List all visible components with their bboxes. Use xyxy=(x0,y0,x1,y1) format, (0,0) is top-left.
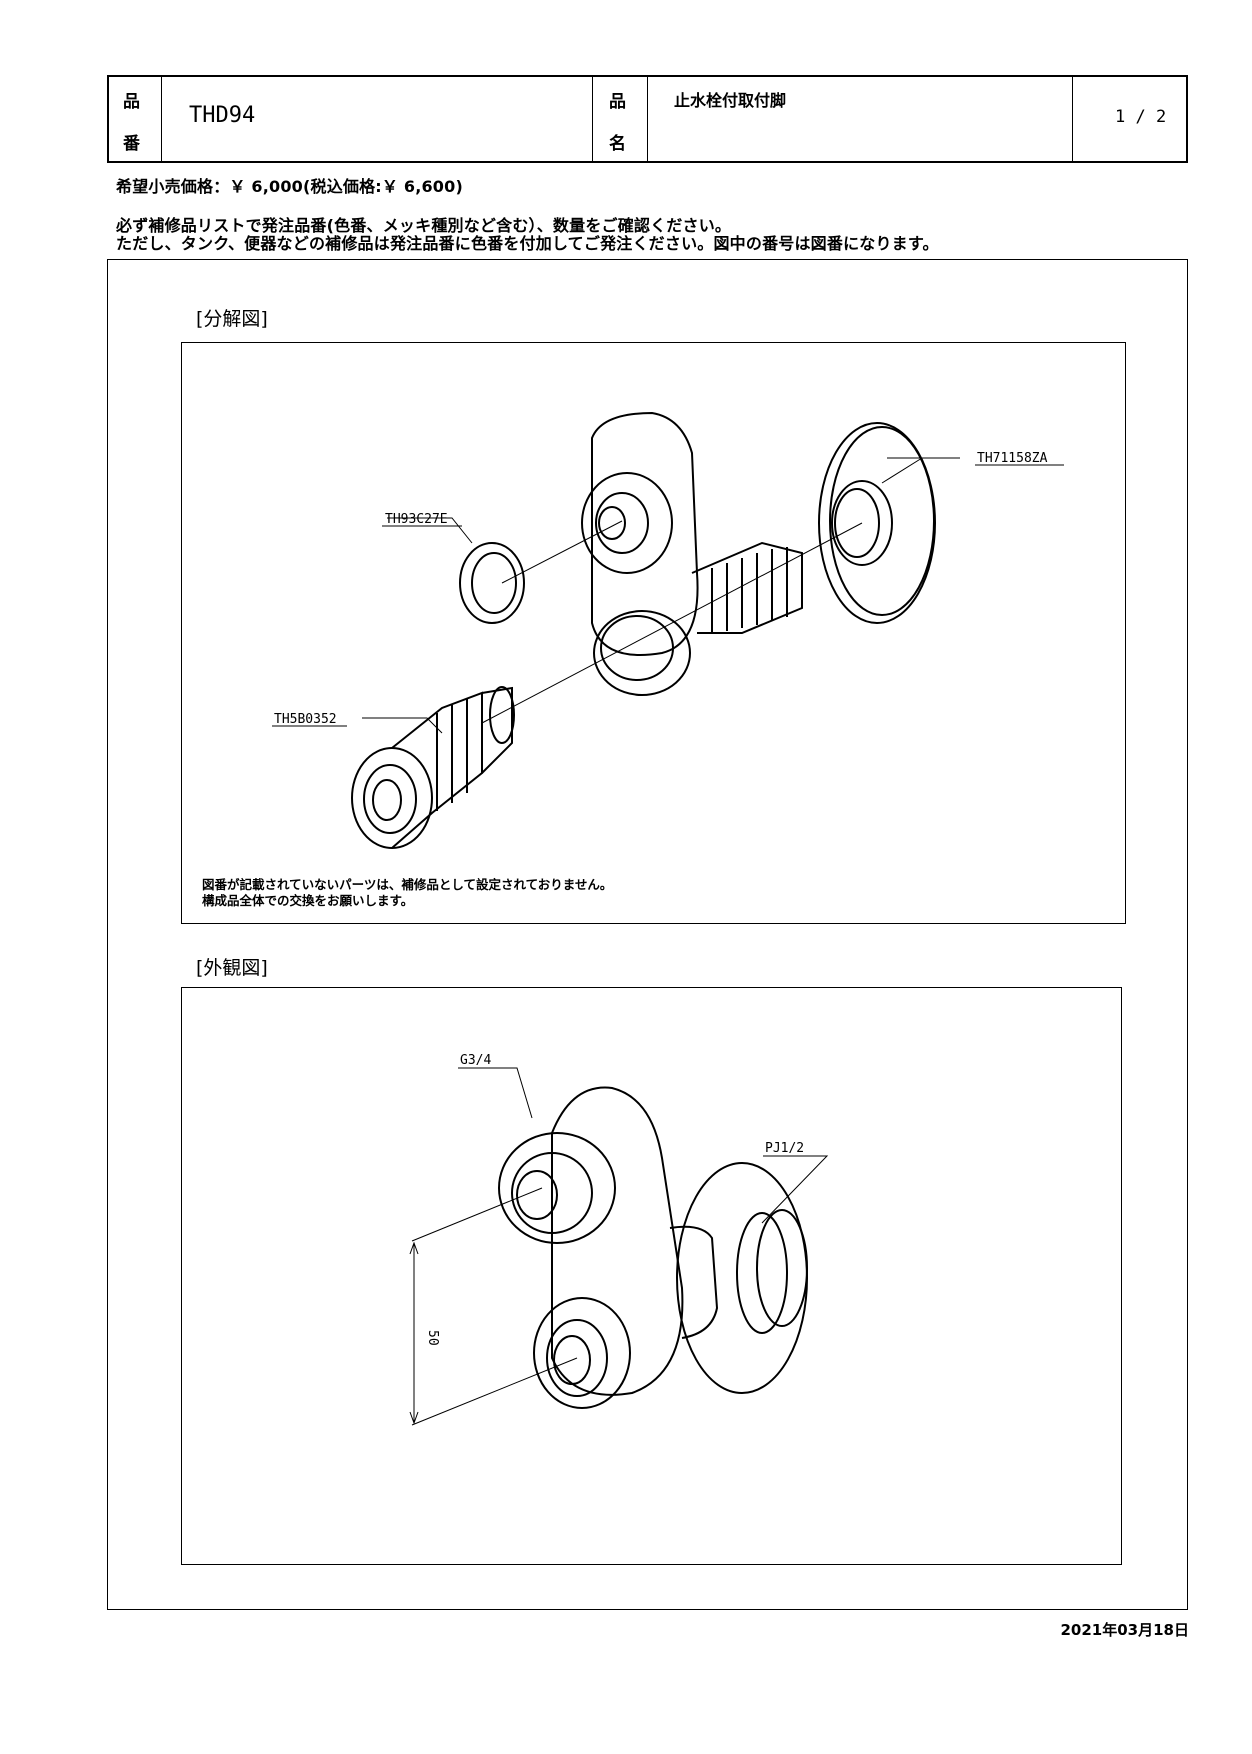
part-number: THD94 xyxy=(189,103,256,128)
footnote-line-1: 図番が記載されていないパーツは、補修品として設定されておりません。 xyxy=(202,877,613,892)
issue-date: 2021年03月18日 xyxy=(1060,1621,1190,1639)
note-line-2: ただし、タンク、便器などの補修品は発注品番に色番を付加してご発注ください。図中の… xyxy=(116,234,939,253)
thread-side-label: PJ1/2 xyxy=(765,1141,804,1156)
callout-th71158za: TH71158ZA xyxy=(977,451,1048,466)
external-view-label: [外観図] xyxy=(196,957,268,979)
name-label-1: 品 xyxy=(609,92,626,112)
thread-top-label: G3/4 xyxy=(460,1053,491,1068)
callout-th93c27e: TH93C27E xyxy=(385,512,448,527)
part-no-label-2: 番 xyxy=(123,134,140,154)
price-line: 希望小売価格：￥ 6,000(税込価格:￥ 6,600) xyxy=(116,177,463,196)
part-no-label-1: 品 xyxy=(123,92,140,112)
bracket-bottom-hole xyxy=(593,610,691,696)
flange-part xyxy=(818,422,936,624)
bottom-nut-ext xyxy=(533,1297,631,1409)
external-view-drawing: G3/4 PJ1/2 50 xyxy=(409,1053,829,1426)
dimension-label: 50 xyxy=(425,1330,440,1346)
exploded-view-panel: TH71158ZA TH93C27E TH5B0352 図番が記載されていないパ… xyxy=(181,342,1126,924)
side-stub xyxy=(691,541,803,634)
washer-part xyxy=(459,542,525,624)
top-thread-ext xyxy=(498,1132,616,1244)
footnote-line-2: 構成品全体での交換をお願いします。 xyxy=(202,893,414,908)
product-name: 止水栓付取付脚 xyxy=(674,91,787,110)
bracket-top-thread xyxy=(581,472,673,574)
note-line-1: 必ず補修品リストで発注品番(色番、メッキ種別など含む）、数量をご確認ください。 xyxy=(116,216,732,235)
external-view-panel: G3/4 PJ1/2 50 xyxy=(181,987,1122,1565)
header-table: 品 番 THD94 品 名 止水栓付取付脚 1 / 2 xyxy=(107,75,1188,163)
name-label-2: 名 xyxy=(609,134,626,154)
exploded-view-label: [分解図] xyxy=(196,308,268,330)
exploded-view-drawing: TH71158ZA TH93C27E TH5B0352 xyxy=(272,411,1064,849)
callout-th5b0352: TH5B0352 xyxy=(274,712,337,727)
bracket-body-ext xyxy=(551,1086,684,1396)
page-number: 1 / 2 xyxy=(1115,107,1167,127)
drawing-frame xyxy=(107,259,1188,1610)
bracket-body xyxy=(591,411,699,656)
